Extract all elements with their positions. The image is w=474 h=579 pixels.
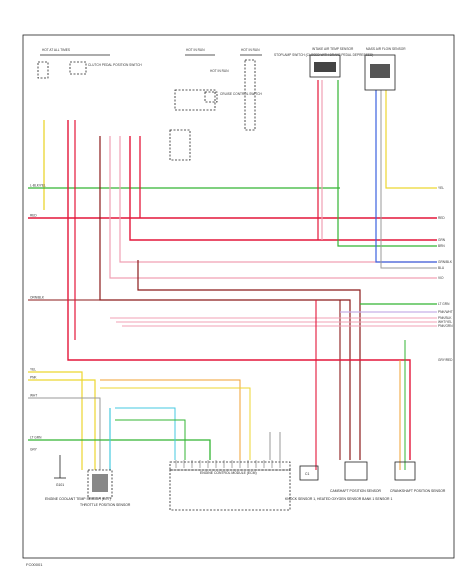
sensor-2-body bbox=[370, 64, 390, 78]
right-wire-label: GRN bbox=[438, 238, 446, 242]
bottom-left-component-label: ENGINE COOLANT TEMP SENSOR (ECT) bbox=[45, 497, 111, 501]
right-wire-label: BRN bbox=[438, 244, 445, 248]
middle-caption: KNOCK SENSOR 1, HEATED OXYGEN SENSOR BAN… bbox=[285, 497, 392, 501]
wire-yellow-bottom3 bbox=[100, 387, 251, 460]
stoplamp-label: STOPLAMP SWITCH (CLOSED WITH BRAKE PEDAL… bbox=[274, 53, 373, 57]
wire-gray-sensor bbox=[380, 90, 437, 269]
relay-mid-label: CRUISE CONTROL SWITCH bbox=[220, 92, 263, 96]
diagram-border bbox=[22, 34, 455, 559]
ecm-connector bbox=[169, 461, 291, 471]
left-wire-label: LT GRN bbox=[30, 436, 42, 440]
fuse-right-label: HOT IN RUN bbox=[241, 48, 260, 52]
sensor-1-body bbox=[314, 62, 336, 72]
switch-contact-mid bbox=[204, 91, 218, 103]
right-wire-label: PNK/WHT bbox=[438, 310, 453, 314]
wire-red-left-long bbox=[67, 120, 411, 460]
wire-pink-mid bbox=[119, 136, 437, 263]
right-wire-label: RED bbox=[438, 216, 445, 220]
sensor-1-label: INTAKE AIR TEMP SENSOR bbox=[312, 47, 354, 51]
wire-green-bottom2 bbox=[115, 419, 186, 460]
right-component-1-label: CAMSHAFT POSITION SENSOR bbox=[330, 489, 382, 493]
wire-darkred-left bbox=[28, 299, 341, 460]
left-wire-label: GRY bbox=[30, 448, 38, 452]
sensor-box-2 bbox=[364, 54, 396, 91]
wire-green-sensor bbox=[337, 80, 437, 247]
wire-pink-lower bbox=[109, 136, 437, 279]
label-layer: L-BLK/YEL RED ORN/BLK YEL PNK WHT LT GRN GRY YEL… bbox=[26, 47, 453, 567]
right-wire-label: PNK/BLK bbox=[438, 316, 452, 320]
small-mid-label: HOT IN RUN bbox=[210, 69, 229, 73]
left-wire-label: WHT bbox=[30, 394, 37, 398]
wire-layer bbox=[28, 80, 437, 470]
left-wire-label: YEL bbox=[30, 368, 36, 372]
left-wire-label: RED bbox=[30, 214, 37, 218]
bottom-left-sensor bbox=[87, 469, 113, 499]
wire-cyan-bottom2 bbox=[115, 407, 176, 460]
left-wire-label: L-BLK/YEL bbox=[30, 184, 46, 188]
right-wire-label: GRY/RED bbox=[438, 358, 453, 362]
wire-orange-bottom bbox=[100, 379, 241, 460]
sensor-2-label: MASS AIR FLOW SENSOR bbox=[366, 47, 406, 51]
fuse-left-label: HOT AT ALL TIMES bbox=[42, 48, 70, 52]
ecm-label: ENGINE CONTROL MODULE (ECM) bbox=[200, 471, 257, 475]
right-component-2-label: CRANKSHAFT POSITION SENSOR bbox=[390, 489, 446, 493]
wire-red-mid bbox=[129, 136, 437, 241]
switch-box-mid bbox=[174, 89, 216, 111]
small-module-mid bbox=[169, 129, 191, 161]
sensor-box-1 bbox=[309, 54, 341, 78]
right-wire-label: WHT/YEL bbox=[438, 320, 452, 324]
right-wire-label: PNK/GRN bbox=[438, 324, 453, 328]
right-wire-label: LT GRN bbox=[438, 302, 450, 306]
bottom-left-caption: THROTTLE POSITION SENSOR bbox=[80, 503, 131, 507]
right-wire-label: YEL bbox=[438, 186, 444, 190]
wire-yellow-sensor bbox=[385, 90, 437, 189]
right-wire-label: GRN/BLK bbox=[438, 260, 453, 264]
component-layer bbox=[22, 34, 455, 559]
ecm-body bbox=[169, 469, 291, 511]
footer-code: FC00001 bbox=[26, 562, 43, 567]
right-wire-label: VIO bbox=[438, 276, 444, 280]
relay-switch-left bbox=[69, 61, 87, 75]
ecm-small-box-label: C1 bbox=[305, 472, 309, 476]
fuse-mid-label: HOT IN RUN bbox=[186, 48, 205, 52]
left-wire-label: ORN/BLK bbox=[30, 296, 45, 300]
wire-gray-bottom bbox=[28, 397, 101, 470]
sensor-box-bottom-right bbox=[394, 461, 416, 481]
wire-green-bottom bbox=[28, 439, 211, 460]
bottom-left-sensor-body bbox=[92, 474, 108, 492]
wire-darkred-right bbox=[137, 260, 361, 460]
wire-yellow-bottom2 bbox=[28, 379, 96, 470]
left-wire-label: PNK bbox=[30, 376, 37, 380]
sensor-box-bottom-mid bbox=[344, 461, 368, 481]
wire-darkred-long bbox=[99, 136, 351, 460]
right-wire-label: BLU bbox=[438, 266, 445, 270]
wire-yellow-bottom bbox=[28, 371, 83, 470]
ecm-small-box bbox=[299, 465, 319, 481]
wire-blue-sensor bbox=[375, 90, 437, 263]
relay-box-left bbox=[37, 61, 49, 79]
relay-left-label: CLUTCH PEDAL POSITION SWITCH bbox=[88, 63, 142, 67]
ground-label: G101 bbox=[56, 483, 64, 487]
vertical-fuse-right bbox=[244, 59, 256, 131]
